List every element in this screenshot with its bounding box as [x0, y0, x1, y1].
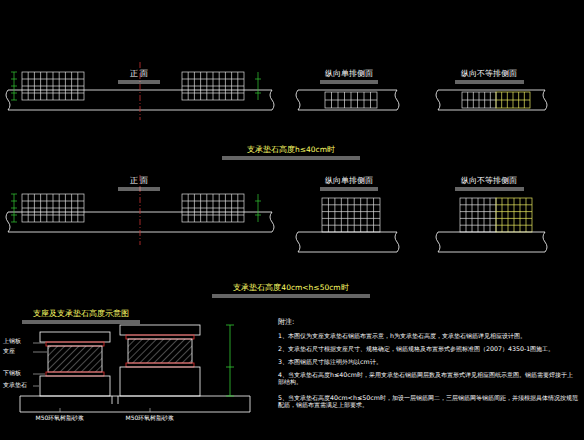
part-label: 上钢板 [3, 338, 21, 345]
rebar-line [182, 208, 244, 209]
rebar-line [322, 225, 380, 226]
rebar-line [472, 198, 473, 232]
rebar-line [22, 86, 84, 87]
rebar-line [373, 198, 374, 232]
rebar-cage [462, 92, 496, 108]
rebar-line [367, 198, 368, 232]
rebar-line [341, 198, 342, 232]
rebar-line [514, 198, 515, 232]
rebar-line [22, 201, 84, 202]
rebar-line [508, 198, 509, 232]
rebar-line [526, 198, 527, 232]
note-text: 3、本图钢筋尺寸除注明外均以cm计。 [278, 358, 578, 365]
view-heading: 纵向不等排侧面 [461, 177, 517, 186]
rebar-line [490, 198, 491, 232]
rebar-line [460, 225, 496, 226]
view-heading: 支座及支承垫石高度示意图 [33, 310, 129, 319]
rebar-line [460, 204, 496, 205]
rebar-line [347, 198, 348, 232]
rebar-cage [325, 92, 377, 108]
rebar-cage [22, 194, 84, 222]
rebar-cage [496, 198, 532, 232]
rebar-line [182, 201, 244, 202]
rebar-line [182, 93, 244, 94]
part-label: M50环氧树脂砂浆 [126, 415, 175, 422]
rebar-line [182, 215, 244, 216]
part-label: 支座 [3, 348, 15, 355]
rebar-line [322, 218, 380, 219]
rebar-line [496, 225, 532, 226]
rebar-cage [322, 198, 380, 232]
rebar-line [328, 198, 329, 232]
note-text: 5、当支承垫石高度40cm<h≤50cm时，加设一层钢筋网二，三层钢筋网等钢筋间… [278, 394, 578, 408]
note-text: 2、支承垫石尺寸根据支座尺寸、规格确定，钢筋规格及布置形式参照标准图（2007）… [278, 345, 578, 352]
rebar-line [496, 211, 532, 212]
view-heading: 纵向不等排侧面 [461, 70, 517, 79]
rebar-line [22, 215, 84, 216]
rebar-line [354, 198, 355, 232]
rebar-line [496, 100, 530, 101]
view-heading: 正 面 [130, 70, 148, 79]
rebar-line [496, 218, 532, 219]
rebar-line [322, 211, 380, 212]
rebar-cage [22, 72, 84, 100]
rebar-line [22, 208, 84, 209]
rebar-line [322, 204, 380, 205]
view-heading: 纵向单排侧面 [325, 70, 373, 79]
part-label: 下钢板 [3, 370, 21, 377]
rebar-line [502, 198, 503, 232]
note-text: 附注: [278, 318, 294, 326]
note-text: 4、当支承垫石高度h≤40cm时，采用支承垫石钢筋网层数及布置形式详见相应图纸示… [278, 371, 578, 385]
rebar-line [325, 100, 377, 101]
rebar-line [466, 198, 467, 232]
rebar-cage [496, 92, 530, 108]
rebar-line [460, 211, 496, 212]
view-heading: 支承垫石高度40cm<h≤50cm时 [233, 284, 348, 293]
rebar-line [460, 218, 496, 219]
rebar-line [496, 204, 532, 205]
rebar-line [462, 100, 496, 101]
rebar-line [22, 79, 84, 80]
rebar-line [478, 198, 479, 232]
rebar-line [22, 93, 84, 94]
rebar-line [520, 198, 521, 232]
rebar-cage [182, 72, 244, 100]
rebar-line [484, 198, 485, 232]
part-label: 支承垫石 [3, 382, 27, 389]
view-heading: 支承垫石高度h≤40cm时 [247, 146, 335, 155]
rebar-line [334, 198, 335, 232]
rebar-line [182, 79, 244, 80]
view-heading: 纵向单排侧面 [325, 177, 373, 186]
part-label: M50环氧树脂砂浆 [36, 415, 85, 422]
note-text: 1、本图仅为支座支承垫石钢筋布置示意，h为支承垫石高度，支承垫石钢筋详见相应设计… [278, 332, 578, 339]
view-heading: 正 面 [130, 177, 148, 186]
rebar-cage [460, 198, 496, 232]
rebar-line [182, 86, 244, 87]
rebar-cage [182, 194, 244, 222]
rebar-line [360, 198, 361, 232]
